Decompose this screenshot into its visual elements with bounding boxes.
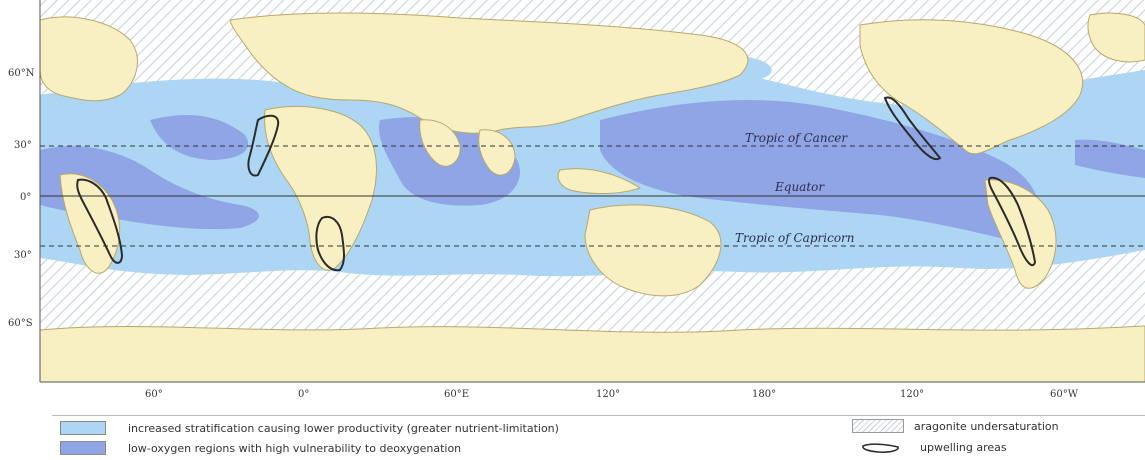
stratification-swatch xyxy=(60,421,106,435)
lon-label-60w-left: 60° xyxy=(145,389,163,400)
legend: increased stratification causing lower p… xyxy=(52,415,1145,460)
ocean-risk-map: 60°N 30° 0° 30° 60°S 60° 0° 60°E 120° 18… xyxy=(8,0,1145,400)
longitude-labels: 60° 0° 60°E 120° 180° 120° 60°W xyxy=(145,389,1079,400)
upwelling-canary xyxy=(247,114,280,177)
lat-label-30s: 30° xyxy=(14,250,32,261)
tropic-cancer-label: Tropic of Cancer xyxy=(745,131,848,145)
map-area xyxy=(39,0,1145,383)
lon-label-120e: 120° xyxy=(596,389,620,400)
legend-item-upwelling: upwelling areas xyxy=(860,441,1007,454)
legend-label-low-oxygen: low-oxygen regions with high vulnerabili… xyxy=(128,441,462,455)
legend-label-stratification: increased stratification causing lower p… xyxy=(128,421,559,435)
upwelling-humboldt-left xyxy=(76,178,124,264)
legend-item-stratification: increased stratification causing lower p… xyxy=(60,421,559,435)
upwelling-areas xyxy=(76,96,1037,272)
lon-label-60e: 60°E xyxy=(444,389,469,400)
lon-label-0: 0° xyxy=(298,389,309,400)
upwelling-benguela xyxy=(315,216,345,272)
legend-item-low-oxygen: low-oxygen regions with high vulnerabili… xyxy=(60,441,461,455)
latitude-labels: 60°N 30° 0° 30° 60°S xyxy=(8,68,35,329)
lat-label-60s: 60°S xyxy=(8,318,33,329)
upwelling-swatch xyxy=(862,442,899,453)
lon-label-180: 180° xyxy=(752,389,776,400)
land xyxy=(39,12,1145,383)
upwelling-humboldt-right xyxy=(987,176,1037,267)
low-oxygen-swatch xyxy=(60,441,106,455)
lon-label-120w: 120° xyxy=(900,389,924,400)
legend-label-aragonite: aragonite undersaturation xyxy=(914,419,1059,433)
lat-label-30n: 30° xyxy=(14,140,32,151)
equator-label: Equator xyxy=(774,180,825,194)
upwelling-california xyxy=(883,96,942,161)
tropic-capricorn-label: Tropic of Capricorn xyxy=(735,231,855,245)
lat-label-0: 0° xyxy=(20,192,31,203)
aragonite-swatch xyxy=(852,419,904,433)
low-oxygen-zone-pacific xyxy=(600,99,1040,245)
legend-label-upwelling: upwelling areas xyxy=(920,441,1007,454)
legend-item-aragonite: aragonite undersaturation xyxy=(852,419,1059,433)
lat-label-60n: 60°N xyxy=(8,68,35,79)
lon-label-60w: 60°W xyxy=(1050,389,1079,400)
